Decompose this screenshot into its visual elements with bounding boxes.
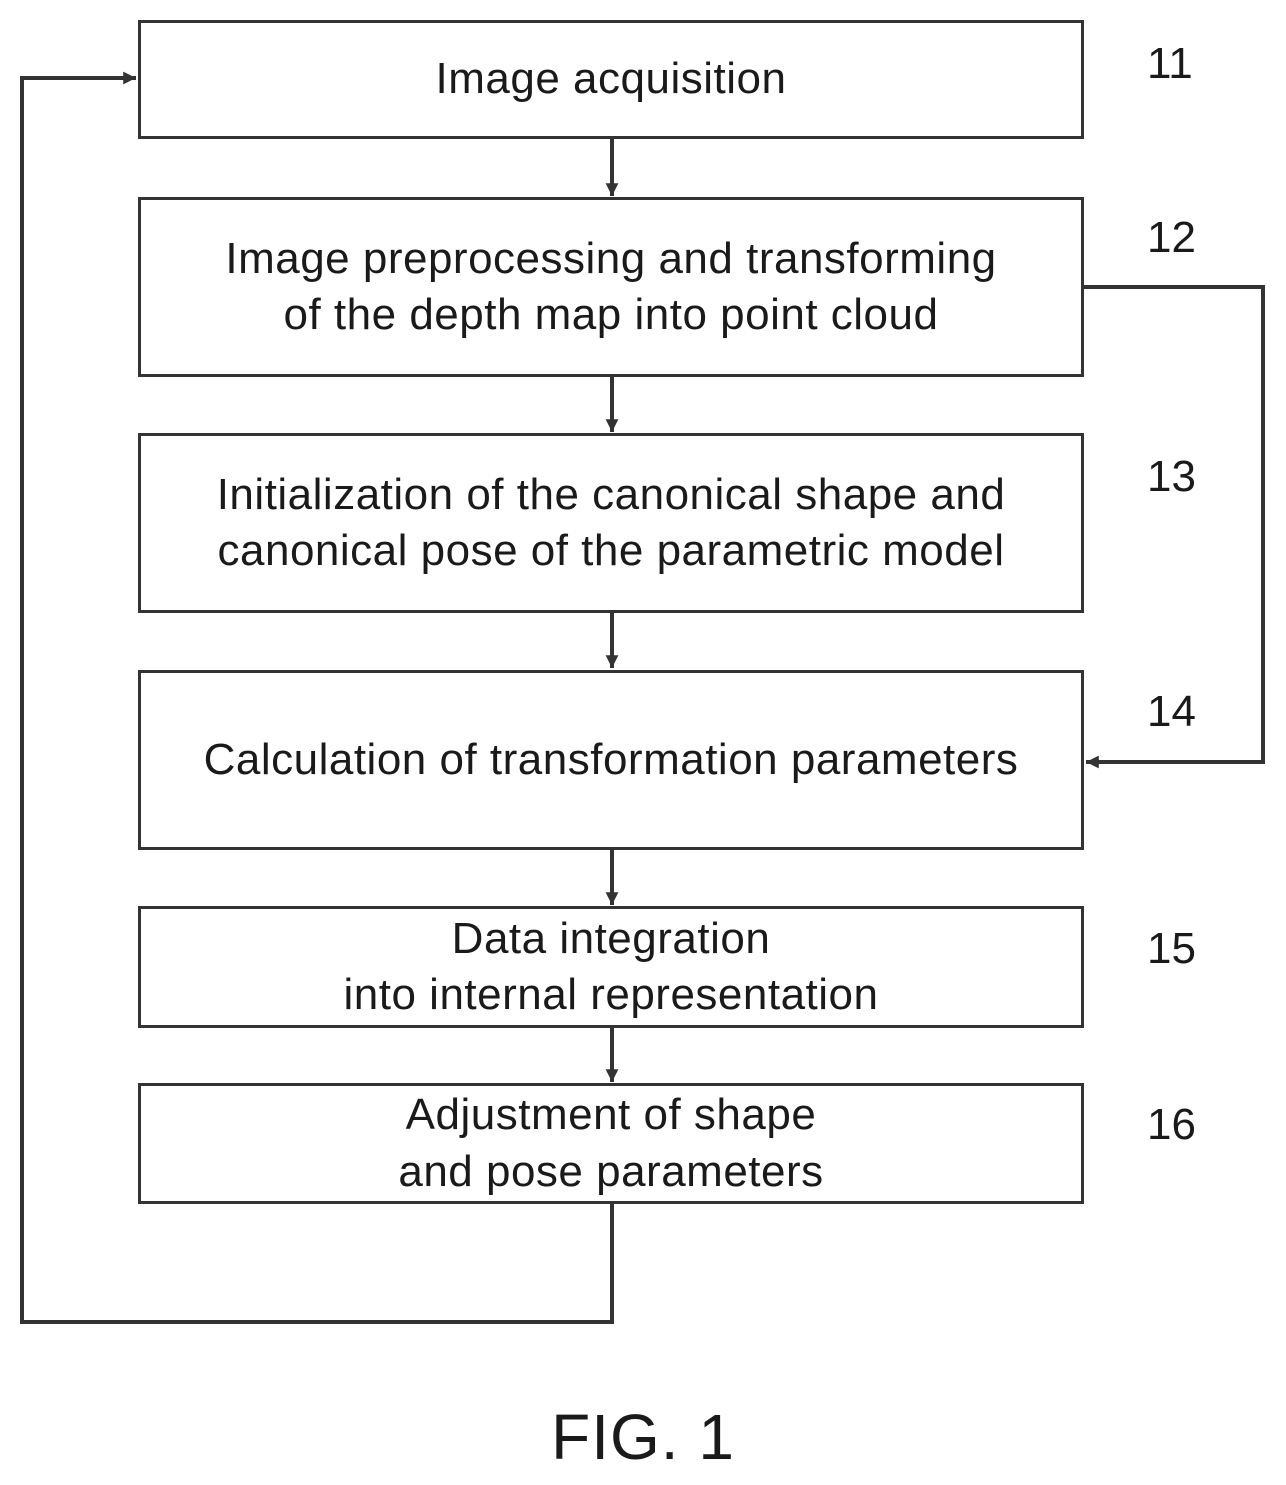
step-box-calculation: Calculation of transformation parameters: [138, 670, 1084, 850]
reference-number-16: 16: [1147, 1103, 1196, 1147]
step-box-image-preprocessing: Image preprocessing and transforming of …: [138, 197, 1084, 377]
step-text-line: into internal representation: [344, 967, 879, 1023]
reference-number-12: 12: [1147, 216, 1196, 260]
step-text-line: Initialization of the canonical shape an…: [217, 467, 1006, 523]
figure-caption: FIG. 1: [0, 1405, 1286, 1469]
step-box-image-acquisition: Image acquisition: [138, 20, 1084, 139]
reference-number-14: 14: [1147, 690, 1196, 734]
step-text-line: of the depth map into point cloud: [284, 287, 939, 343]
reference-number-15: 15: [1147, 927, 1196, 971]
step-box-data-integration: Data integration into internal represent…: [138, 906, 1084, 1028]
step-text-line: and pose parameters: [398, 1144, 823, 1200]
step-text-line: Calculation of transformation parameters: [204, 732, 1019, 788]
reference-number-13: 13: [1147, 455, 1196, 499]
step-text-line: Image acquisition: [436, 51, 787, 107]
step-box-adjustment: Adjustment of shape and pose parameters: [138, 1083, 1084, 1204]
step-text-line: Image preprocessing and transforming: [225, 231, 996, 287]
reference-number-11: 11: [1147, 42, 1193, 86]
step-text-line: Data integration: [452, 911, 771, 967]
step-box-initialization: Initialization of the canonical shape an…: [138, 433, 1084, 613]
step-text-line: Adjustment of shape: [406, 1087, 817, 1143]
step-text-line: canonical pose of the parametric model: [218, 523, 1005, 579]
